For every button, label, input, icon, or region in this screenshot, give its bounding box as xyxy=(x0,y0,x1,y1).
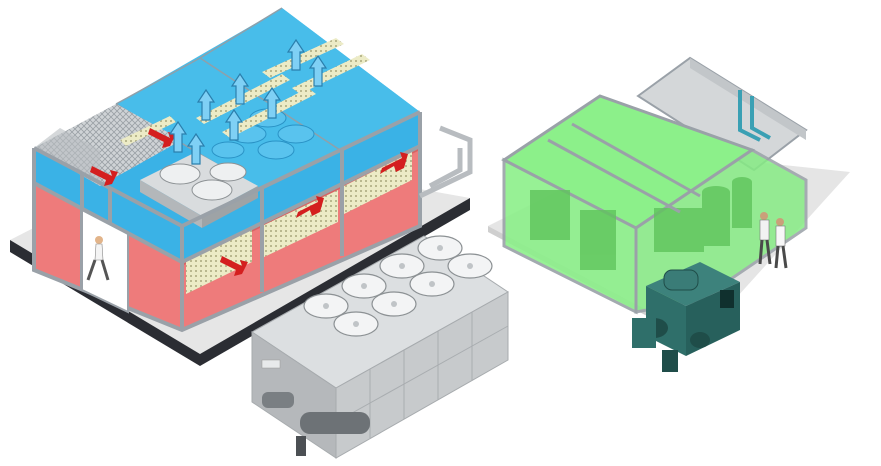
pipe-connector xyxy=(418,125,473,199)
cold-air-arrows xyxy=(168,38,328,165)
module-frame xyxy=(32,110,422,333)
air-cooled-chiller xyxy=(251,235,509,459)
person-standing xyxy=(758,212,772,265)
plant-equipment xyxy=(530,177,752,270)
doorway xyxy=(81,208,129,314)
person-standing xyxy=(774,218,788,269)
cold-zone-side-band xyxy=(182,112,420,262)
chiller-tank xyxy=(262,392,370,456)
hot-air-arrows xyxy=(90,128,408,276)
mechanical-plant-room xyxy=(501,56,808,315)
plant-pipes xyxy=(738,90,771,142)
data-center-module xyxy=(32,7,422,333)
water-cooled-chiller xyxy=(632,262,740,372)
person-walking xyxy=(86,236,110,281)
